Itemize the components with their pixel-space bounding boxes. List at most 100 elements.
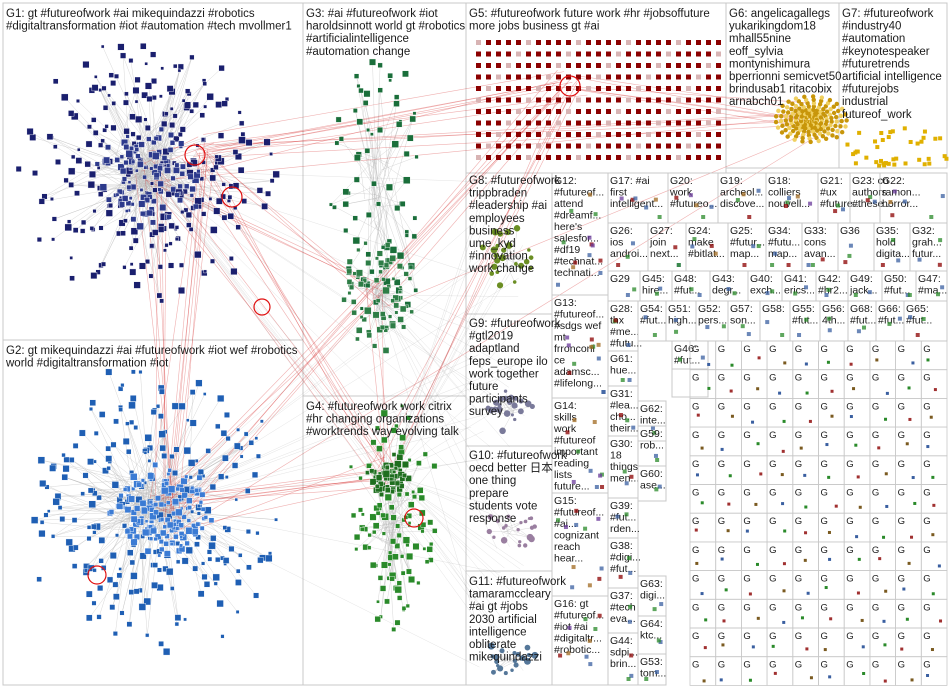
mini-node bbox=[727, 502, 731, 506]
edge bbox=[53, 505, 137, 537]
g6-node bbox=[822, 129, 827, 134]
g4-node bbox=[376, 599, 380, 604]
g2-core-node bbox=[162, 524, 167, 529]
g5-node bbox=[596, 143, 601, 149]
g5-node bbox=[516, 63, 521, 68]
g1-node bbox=[123, 218, 128, 223]
g5-node bbox=[516, 143, 521, 149]
micro-cell-glyph: G bbox=[718, 430, 725, 441]
g4-core-node bbox=[384, 465, 390, 471]
g11-node bbox=[519, 655, 526, 661]
small-group-line: first bbox=[610, 187, 627, 199]
g2-node bbox=[253, 592, 260, 599]
g1-node bbox=[228, 256, 234, 261]
small-group-line: grah... bbox=[912, 237, 942, 249]
group-label-line: employees bbox=[469, 213, 525, 225]
g4-node bbox=[390, 514, 397, 521]
g5-node bbox=[716, 120, 721, 126]
g2-node bbox=[106, 576, 114, 583]
micro-cell-glyph: G bbox=[821, 488, 828, 499]
mini-node bbox=[571, 565, 576, 570]
small-group-line: 4th... bbox=[822, 315, 845, 327]
g5-node bbox=[576, 74, 581, 80]
cell-g53 bbox=[637, 653, 667, 686]
small-group-label-g43: G43:degr... bbox=[712, 273, 741, 297]
edge bbox=[71, 459, 144, 512]
g2-node bbox=[192, 565, 199, 572]
micro-cell-glyph: G bbox=[692, 602, 699, 613]
small-group-line: G56: bbox=[822, 303, 845, 315]
g10-node bbox=[495, 519, 500, 523]
g2-core-node bbox=[200, 506, 206, 512]
g2-node bbox=[235, 568, 241, 574]
g2-node bbox=[126, 621, 133, 628]
g7-node bbox=[853, 161, 858, 166]
mini-node bbox=[673, 317, 678, 322]
mini-node bbox=[782, 419, 786, 423]
g5-node bbox=[616, 63, 621, 68]
g3-node bbox=[356, 118, 364, 126]
g1-node bbox=[100, 138, 105, 144]
g5-node bbox=[566, 109, 571, 114]
g4-node bbox=[377, 575, 384, 581]
g5-node bbox=[696, 132, 701, 137]
g6-node bbox=[784, 114, 789, 119]
small-group-line: G28: bbox=[610, 303, 633, 315]
edge bbox=[154, 158, 235, 272]
g5-node bbox=[486, 40, 491, 45]
g4-core-node bbox=[405, 475, 412, 482]
g4-core-node bbox=[391, 452, 397, 457]
inter-group-edge bbox=[389, 90, 579, 470]
g5-node bbox=[556, 109, 561, 114]
g5-node bbox=[626, 132, 631, 137]
micro-cell-glyph: G bbox=[718, 545, 725, 556]
g7-node bbox=[864, 155, 869, 160]
g1-node bbox=[74, 190, 80, 196]
g4-node bbox=[354, 547, 359, 552]
micro-cell-glyph: G bbox=[898, 516, 905, 527]
g5-node bbox=[576, 51, 581, 57]
g4-node bbox=[418, 494, 425, 501]
mini-node bbox=[911, 361, 915, 365]
mini-node bbox=[773, 251, 778, 256]
g4-core-node bbox=[393, 466, 398, 471]
mini-node bbox=[803, 473, 807, 477]
mini-node bbox=[567, 625, 572, 630]
g2-node bbox=[86, 536, 92, 542]
mini-node bbox=[883, 679, 887, 683]
inter-group-edge bbox=[179, 479, 404, 529]
mini-node bbox=[644, 677, 649, 681]
g6-node bbox=[801, 132, 806, 137]
g6-node bbox=[789, 106, 794, 112]
g5-node bbox=[716, 143, 721, 149]
g2-node bbox=[215, 423, 221, 429]
g9-node bbox=[502, 395, 509, 402]
g2-node bbox=[88, 500, 96, 508]
mini-node bbox=[865, 198, 870, 203]
group-label-line: #ai gt #jobs bbox=[469, 601, 528, 613]
small-group-line: G68: bbox=[850, 303, 873, 315]
g6-node bbox=[834, 101, 840, 107]
g2-node bbox=[63, 456, 70, 463]
g5-node bbox=[516, 109, 521, 114]
g5-node bbox=[516, 86, 521, 91]
g2-node bbox=[119, 610, 125, 616]
g4-node bbox=[370, 439, 377, 446]
g1-node bbox=[68, 110, 75, 117]
g4-node bbox=[408, 576, 415, 583]
mini-node bbox=[915, 333, 920, 337]
g6-node bbox=[800, 109, 805, 114]
g5-node bbox=[676, 109, 681, 114]
g5-node bbox=[586, 109, 591, 114]
g3-core-node bbox=[375, 298, 381, 303]
g2-node bbox=[138, 370, 143, 374]
g5-node bbox=[476, 143, 481, 149]
g2-core-node bbox=[136, 481, 142, 488]
g2-core-node bbox=[190, 486, 195, 491]
micro-cell-glyph: G bbox=[743, 660, 750, 671]
g1-core-node bbox=[169, 140, 176, 146]
mini-node bbox=[565, 430, 570, 435]
small-group-line: ce bbox=[554, 355, 565, 367]
mini-node bbox=[907, 293, 912, 297]
